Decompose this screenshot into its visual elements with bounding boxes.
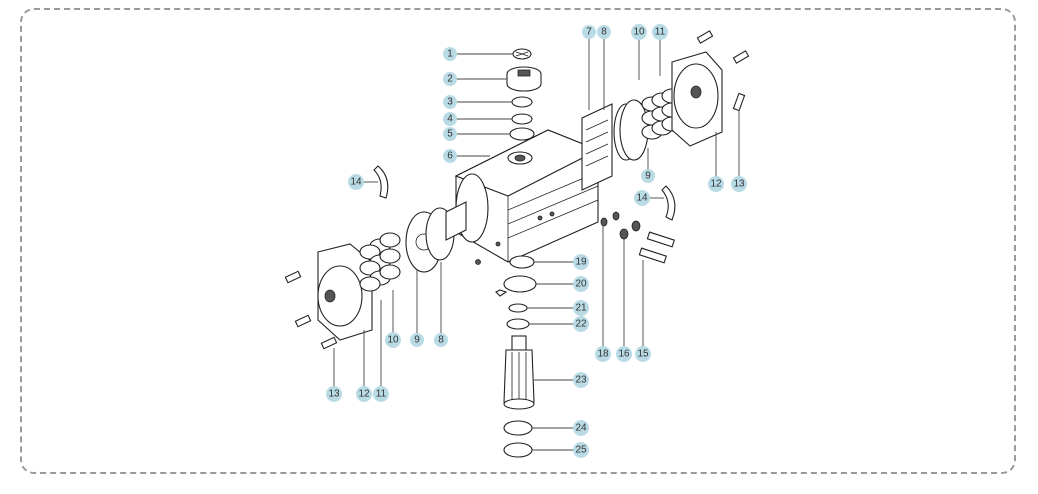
svg-text:23: 23 [575, 375, 587, 386]
label-12-left: 12 [356, 386, 372, 402]
right-piston-assembly [581, 99, 649, 191]
label-5: 5 [443, 127, 457, 141]
right-piston-teeth [585, 119, 609, 167]
label-4: 4 [443, 112, 457, 126]
label-10-left: 10 [385, 332, 401, 348]
part-19-ring [509, 255, 535, 269]
label-22: 22 [573, 316, 589, 332]
label-2: 2 [443, 72, 457, 86]
svg-text:14: 14 [636, 193, 648, 204]
right-screws [696, 30, 750, 112]
label-12-right: 12 [708, 176, 724, 192]
part-22-ring [506, 318, 530, 330]
label-1: 1 [443, 47, 457, 61]
svg-text:15: 15 [637, 349, 649, 360]
label-18: 18 [595, 346, 611, 362]
svg-text:16: 16 [618, 349, 630, 360]
label-16: 16 [616, 346, 632, 362]
svg-text:8: 8 [601, 27, 607, 38]
part-24-ring [503, 420, 533, 436]
left-end-cap [317, 243, 373, 341]
svg-text:13: 13 [328, 389, 340, 400]
svg-text:8: 8 [438, 335, 444, 346]
svg-text:12: 12 [710, 179, 722, 190]
svg-text:4: 4 [447, 114, 453, 125]
label-10-top: 10 [631, 24, 647, 40]
left-springs [359, 232, 401, 292]
left-stop-plate [373, 165, 389, 199]
label-6: 6 [443, 149, 457, 163]
small-plug [475, 259, 481, 265]
part-3-ring [511, 96, 533, 108]
svg-text:20: 20 [575, 279, 587, 290]
svg-text:18: 18 [597, 349, 609, 360]
stop-bolts [638, 231, 675, 264]
svg-text:11: 11 [376, 389, 387, 400]
svg-text:13: 13 [733, 179, 745, 190]
svg-text:1: 1 [447, 49, 453, 60]
svg-text:21: 21 [575, 303, 587, 314]
part-1-indicator [512, 48, 532, 60]
part-20-cam [495, 275, 537, 297]
label-14-right: 14 [634, 190, 650, 206]
label-24: 24 [573, 420, 589, 436]
svg-text:12: 12 [358, 389, 370, 400]
left-screws [284, 270, 338, 350]
right-end-cap [671, 51, 723, 147]
svg-text:19: 19 [575, 257, 587, 268]
diagram-frame [20, 8, 1016, 474]
label-20: 20 [573, 276, 589, 292]
part-21-ring [508, 303, 528, 313]
part-23-pinion [503, 335, 535, 410]
label-9-right: 9 [641, 169, 655, 183]
actuator-body [454, 129, 600, 263]
svg-text:10: 10 [387, 335, 399, 346]
label-11-left: 11 [373, 386, 389, 402]
label-13-left: 13 [326, 386, 342, 402]
label-13-right: 13 [731, 176, 747, 192]
svg-text:5: 5 [447, 129, 453, 140]
label-19: 19 [573, 254, 589, 270]
svg-text:6: 6 [447, 151, 453, 162]
svg-text:14: 14 [350, 177, 362, 188]
label-3: 3 [443, 95, 457, 109]
part-4-ring [511, 113, 533, 125]
label-14-left: 14 [348, 174, 364, 190]
svg-text:2: 2 [447, 74, 453, 85]
left-piston-assembly [405, 201, 467, 273]
svg-text:24: 24 [575, 423, 587, 434]
part-2-nut [506, 66, 542, 92]
label-21: 21 [573, 300, 589, 316]
svg-text:22: 22 [575, 319, 587, 330]
right-stop-plate [661, 185, 676, 221]
label-11-top: 11 [652, 24, 668, 40]
label-7: 7 [582, 25, 596, 39]
leader-lines [333, 38, 740, 451]
label-8-left: 8 [434, 333, 448, 347]
svg-text:9: 9 [414, 335, 420, 346]
label-8-top: 8 [597, 25, 611, 39]
part-25-ring [503, 442, 533, 458]
small-washers [600, 211, 620, 227]
label-15: 15 [635, 346, 651, 362]
svg-text:11: 11 [655, 27, 666, 38]
stop-nuts [619, 220, 641, 240]
svg-text:7: 7 [586, 27, 592, 38]
part-5-ring [509, 127, 535, 141]
svg-text:3: 3 [447, 97, 453, 108]
svg-text:9: 9 [645, 171, 651, 182]
svg-text:25: 25 [575, 445, 587, 456]
label-25: 25 [573, 442, 589, 458]
label-9-left: 9 [410, 333, 424, 347]
label-23: 23 [573, 372, 589, 388]
svg-text:10: 10 [633, 27, 645, 38]
